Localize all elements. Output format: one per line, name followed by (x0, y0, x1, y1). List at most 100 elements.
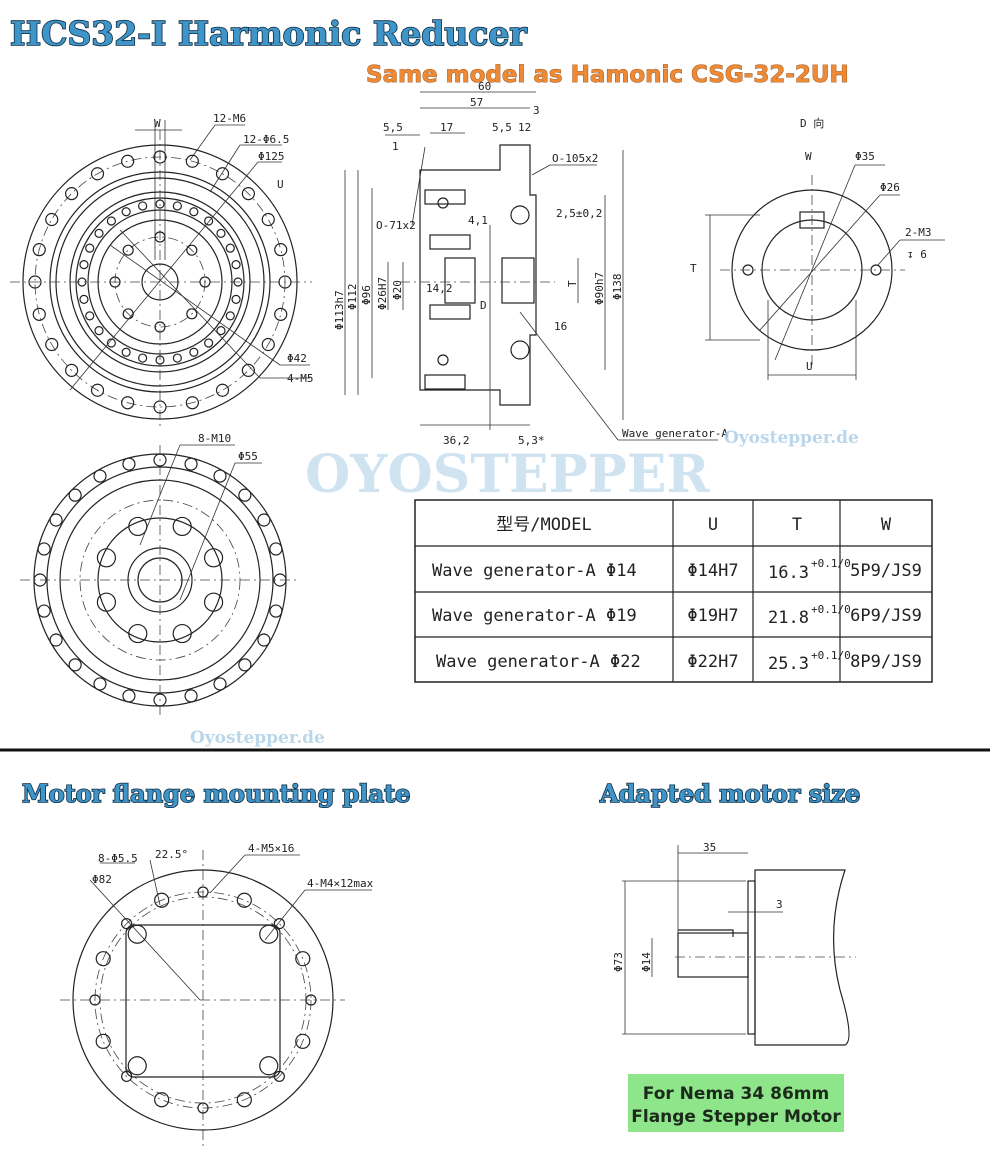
label-d14: Φ14 (640, 952, 653, 972)
bolt-hole (185, 396, 199, 410)
bolt-hole (189, 347, 199, 357)
bolt-hole (203, 548, 224, 568)
bolt-hole (89, 994, 101, 1006)
bolt-hole (49, 513, 63, 527)
label-u: U (277, 178, 284, 191)
tolerance-note: +0.1/0 (811, 649, 851, 662)
bolt-hole (68, 488, 82, 502)
label-d35: Φ35 (855, 150, 875, 163)
cell-w: 6P9/JS9 (850, 606, 922, 626)
label-60: 60 (478, 80, 491, 93)
bolt-hole (33, 573, 47, 587)
bolt-hole (241, 363, 255, 377)
cell-t: 16.3 (768, 563, 809, 583)
bolt-hole (77, 277, 87, 287)
bolt-hole (238, 488, 252, 502)
header-w: W (881, 515, 892, 535)
bolt-hole (278, 275, 292, 289)
bolt-hole (85, 243, 95, 253)
label-t: T (690, 262, 697, 275)
model-table: 型号/MODEL U T W Wave generator-A Φ14 Φ14H… (414, 499, 933, 683)
bolt-hole (172, 201, 182, 211)
label-d55: Φ55 (238, 450, 258, 463)
bolt-hole (204, 338, 214, 348)
cell-w: 8P9/JS9 (850, 652, 922, 672)
bolt-hole (127, 924, 147, 944)
bolt-hole (121, 154, 135, 168)
bolt-hole (241, 187, 255, 201)
label-d20: Φ20 (391, 280, 404, 300)
label-d112: Φ112 (346, 284, 359, 311)
bolt-hole (155, 355, 165, 365)
label-d: D (480, 299, 487, 312)
bolt-hole (128, 623, 148, 644)
bolt-hole (257, 513, 271, 527)
bolt-hole (122, 457, 136, 471)
bolt-hole (96, 548, 117, 568)
d-direction-view: D 向 W Φ35 Φ26 2-M3 ↧ 6 T U (690, 116, 945, 380)
bolt-hole (153, 150, 167, 164)
bolt-hole (153, 693, 167, 707)
label-d26h7: Φ26H7 (376, 277, 389, 310)
bolt-hole (122, 244, 134, 256)
label-57: 57 (470, 96, 483, 109)
flange-plate-heading: Motor flange mounting plate (22, 779, 410, 808)
label-4-m5: 4-M5 (287, 372, 314, 385)
bolt-hole (186, 308, 198, 320)
label-14-2: 14,2 (426, 282, 453, 295)
rear-view: 8-M10 Φ55 (20, 432, 300, 715)
bolt-hole (184, 689, 198, 703)
motor-heading: Adapted motor size (599, 779, 860, 808)
bolt-hole (172, 516, 192, 537)
bolt-hole (236, 1092, 252, 1108)
label-12-d6-5: 12-Φ6.5 (243, 133, 289, 146)
label-d138: Φ138 (611, 274, 624, 301)
bolt-hole (109, 276, 121, 288)
bolt-hole (121, 347, 131, 357)
bolt-hole (231, 294, 241, 304)
bolt-hole (138, 201, 148, 211)
label-d113h7: Φ113h7 (333, 290, 346, 330)
bolt-hole (155, 199, 165, 209)
label-d73: Φ73 (612, 952, 625, 972)
label-o-71x2: O-71x2 (376, 219, 416, 232)
tolerance-note: +0.1/0 (811, 557, 851, 570)
label-o-105x2: O-105x2 (552, 152, 598, 165)
bolt-hole (96, 592, 117, 612)
cell-u: Φ22H7 (687, 652, 738, 672)
bolt-hole (45, 337, 59, 352)
label-3: 3 (776, 898, 783, 911)
bolt-hole (90, 167, 105, 181)
label-t: T (566, 280, 579, 287)
cell-model: Wave generator-A Φ19 (432, 606, 637, 626)
bolt-hole (122, 689, 136, 703)
bolt-hole (79, 294, 89, 304)
bolt-hole (215, 383, 230, 397)
bolt-hole (90, 383, 105, 397)
bolt-hole (259, 924, 279, 944)
bolt-hole (197, 886, 209, 898)
label-wave-generator: Wave generator-A (622, 427, 728, 440)
bolt-hole (231, 260, 241, 270)
watermark-site-1: Oyostepper.de (724, 428, 859, 448)
header-u: U (708, 515, 718, 535)
bolt-hole (184, 457, 198, 471)
bolt-hole (106, 216, 116, 226)
bolt-hole (225, 311, 235, 321)
cell-u: Φ19H7 (687, 606, 738, 626)
bolt-hole (273, 1070, 285, 1082)
label-d26: Φ26 (880, 181, 900, 194)
bolt-hole (153, 453, 167, 467)
table-row: Wave generator-A Φ14 Φ14H7 16.3 5P9/JS9 (432, 561, 922, 583)
label-22-5-deg: 22.5° (155, 848, 188, 861)
bolt-hole (216, 228, 226, 238)
page-subtitle: Same model as Hamonic CSG-32-2UH (366, 62, 849, 88)
bolt-hole (121, 207, 131, 217)
front-view: W 12-M6 12-Φ6.5 Φ125 U Φ42 4-M5 (10, 112, 314, 430)
bolt-hole (204, 216, 214, 226)
bolt-hole (185, 154, 199, 168)
bolt-hole (121, 918, 133, 930)
label-d90h7: Φ90h7 (593, 272, 606, 305)
